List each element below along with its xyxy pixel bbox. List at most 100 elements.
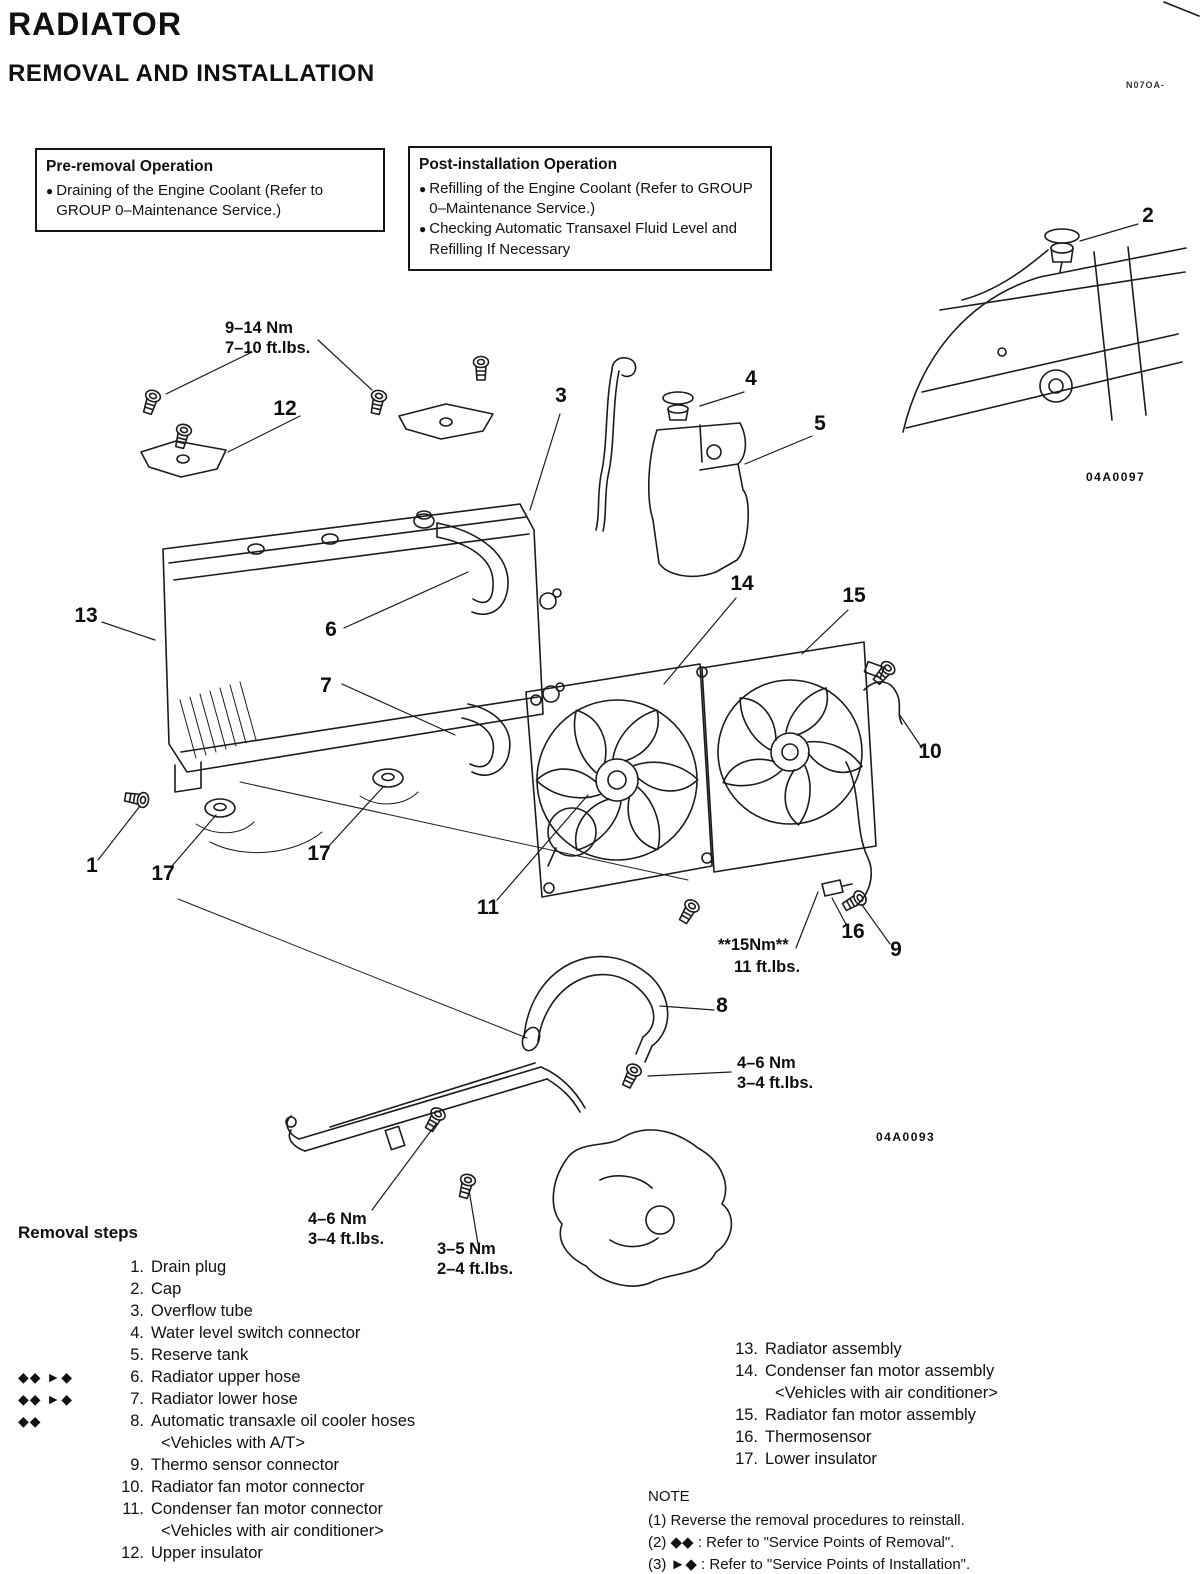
pre-removal-box: Pre-removal Operation ● Draining of the … [35, 148, 385, 233]
removal-steps-left: Removal steps 1. Drain plug 2. Cap 3. Ov… [18, 1222, 518, 1564]
step-number: 11. [122, 1500, 144, 1518]
step-number: 8. [130, 1412, 144, 1430]
callout-8: 8 [716, 994, 728, 1017]
step-row: 13. Radiator assembly [722, 1338, 1162, 1360]
leader-torque-mount-b [317, 339, 373, 391]
step-number: 14. [735, 1362, 758, 1380]
step-number: 9. [130, 1456, 144, 1474]
step-number: 3. [130, 1302, 144, 1320]
body-inset-drawing [902, 223, 1187, 433]
radiator-fan-drawing [675, 609, 923, 949]
callout-13: 13 [74, 604, 97, 627]
callout-17-right: 17 [307, 842, 330, 865]
service-point-marker [18, 1476, 110, 1498]
pre-removal-title: Pre-removal Operation [46, 158, 214, 175]
step-row: 15. Radiator fan motor assembly [722, 1404, 1162, 1426]
bullet-icon: ● [419, 181, 427, 196]
step-label: Condenser fan motor connector [151, 1500, 384, 1518]
overflow-tube-drawing [529, 357, 637, 532]
step-number: 16. [735, 1428, 758, 1446]
step-label: Condenser fan motor assembly [765, 1362, 995, 1380]
reserve-tank-drawing [647, 391, 813, 578]
callout-11: 11 [477, 896, 500, 919]
leader-5 [744, 435, 813, 465]
step-row: 16. Thermosensor [722, 1426, 1162, 1448]
service-point-marker [18, 1278, 110, 1300]
bullet-icon: ● [46, 183, 54, 198]
note-line: (1) Reverse the removal procedures to re… [648, 1512, 965, 1529]
torque-hose-right-ft: 3–4 ft.lbs. [737, 1074, 813, 1092]
step-number: 15. [735, 1406, 758, 1424]
leader-torque-thermo [795, 891, 819, 949]
leader-torque-pipe [468, 1189, 479, 1245]
leader-6 [343, 571, 469, 629]
transaxle-outline [552, 1129, 733, 1287]
callout-16: 16 [841, 920, 864, 943]
upper-hose-drawing [343, 522, 562, 629]
callout-4: 4 [745, 367, 757, 390]
step-label: Reserve tank [151, 1346, 249, 1364]
figure-code-main: 04A0093 [876, 1130, 935, 1144]
step-row: 14. Condenser fan motor assembly<Vehicle… [722, 1360, 1162, 1404]
step-row: 12. Upper insulator [18, 1542, 518, 1564]
step-number: 6. [130, 1368, 144, 1386]
step-row: 4. Water level switch connector [18, 1322, 518, 1344]
post-installation-item-text: Checking Automatic Transaxel Fluid Level… [429, 220, 737, 258]
leader-12 [227, 415, 301, 453]
step-number: 7. [130, 1390, 144, 1408]
torque-hose-right-nm: 4–6 Nm [737, 1054, 796, 1072]
note-line: (3) ►◆ : Refer to "Service Points of Ins… [648, 1556, 971, 1573]
service-point-marker [18, 1300, 110, 1322]
callout-7: 7 [320, 674, 332, 697]
removal-steps-right: 13. Radiator assembly 14. Condenser fan … [722, 1338, 1162, 1470]
leader-7 [341, 683, 456, 736]
leader-17b [326, 785, 385, 849]
leader-15 [801, 609, 849, 655]
radiator-drawing [97, 503, 544, 867]
callout-14: 14 [730, 572, 754, 595]
torque-mount-nm: 9–14 Nm [225, 319, 293, 337]
step-label: Upper insulator [151, 1544, 263, 1562]
leader-2 [1079, 223, 1139, 242]
leader-11 [496, 794, 589, 901]
callout-17-left: 17 [151, 862, 174, 885]
step-label: Lower insulator [765, 1450, 877, 1468]
step-row: 2. Cap [18, 1278, 518, 1300]
torque-hose-left-nm: 4–6 Nm [308, 1210, 367, 1228]
bullet-icon: ● [419, 222, 427, 237]
callout-9: 9 [890, 938, 902, 961]
step-label: Radiator fan motor connector [151, 1478, 365, 1496]
step-row: 3. Overflow tube [18, 1300, 518, 1322]
torque-pipe-ft: 2–4 ft.lbs. [437, 1260, 513, 1278]
step-label: Cap [151, 1280, 182, 1298]
callout-3: 3 [555, 384, 567, 407]
condenser-fan-drawing [496, 597, 737, 901]
note-heading: NOTE [648, 1488, 690, 1505]
post-installation-item: ● Checking Automatic Transaxel Fluid Lev… [419, 219, 761, 260]
step-label: Water level switch connector [151, 1324, 361, 1342]
leader-10 [898, 713, 923, 749]
step-number: 12. [121, 1544, 144, 1562]
post-installation-item: ● Refilling of the Engine Coolant (Refer… [419, 179, 761, 220]
callout-numbers: 1 2 3 4 5 6 7 8 9 10 11 12 13 14 15 16 1… [74, 204, 1154, 1017]
step-number: 13. [735, 1340, 758, 1358]
leader-3 [529, 413, 561, 511]
step-row: 9. Thermo sensor connector [18, 1454, 518, 1476]
step-row: ◆◆ ►◆ 6. Radiator upper hose [18, 1366, 518, 1388]
callout-1: 1 [86, 854, 98, 877]
figure-code-inset: 04A0097 [1086, 470, 1145, 484]
step-row: ◆◆ ►◆ 7. Radiator lower hose [18, 1388, 518, 1410]
step-number: 5. [130, 1346, 144, 1364]
step-label: Thermo sensor connector [151, 1456, 340, 1474]
leader-1 [97, 805, 141, 861]
service-point-marker: ◆◆ ►◆ [18, 1391, 74, 1407]
leader-4 [699, 391, 745, 407]
step-label: Automatic transaxle oil cooler hoses [151, 1412, 416, 1430]
step-number: 2. [130, 1280, 144, 1298]
torque-labels: 9–14 Nm 7–10 ft.lbs. **15Nm** 11 ft.lbs.… [225, 319, 813, 1278]
leader-17a [171, 814, 217, 867]
step-label: Drain plug [151, 1258, 227, 1276]
leader-torque-hose-left [371, 1123, 437, 1211]
